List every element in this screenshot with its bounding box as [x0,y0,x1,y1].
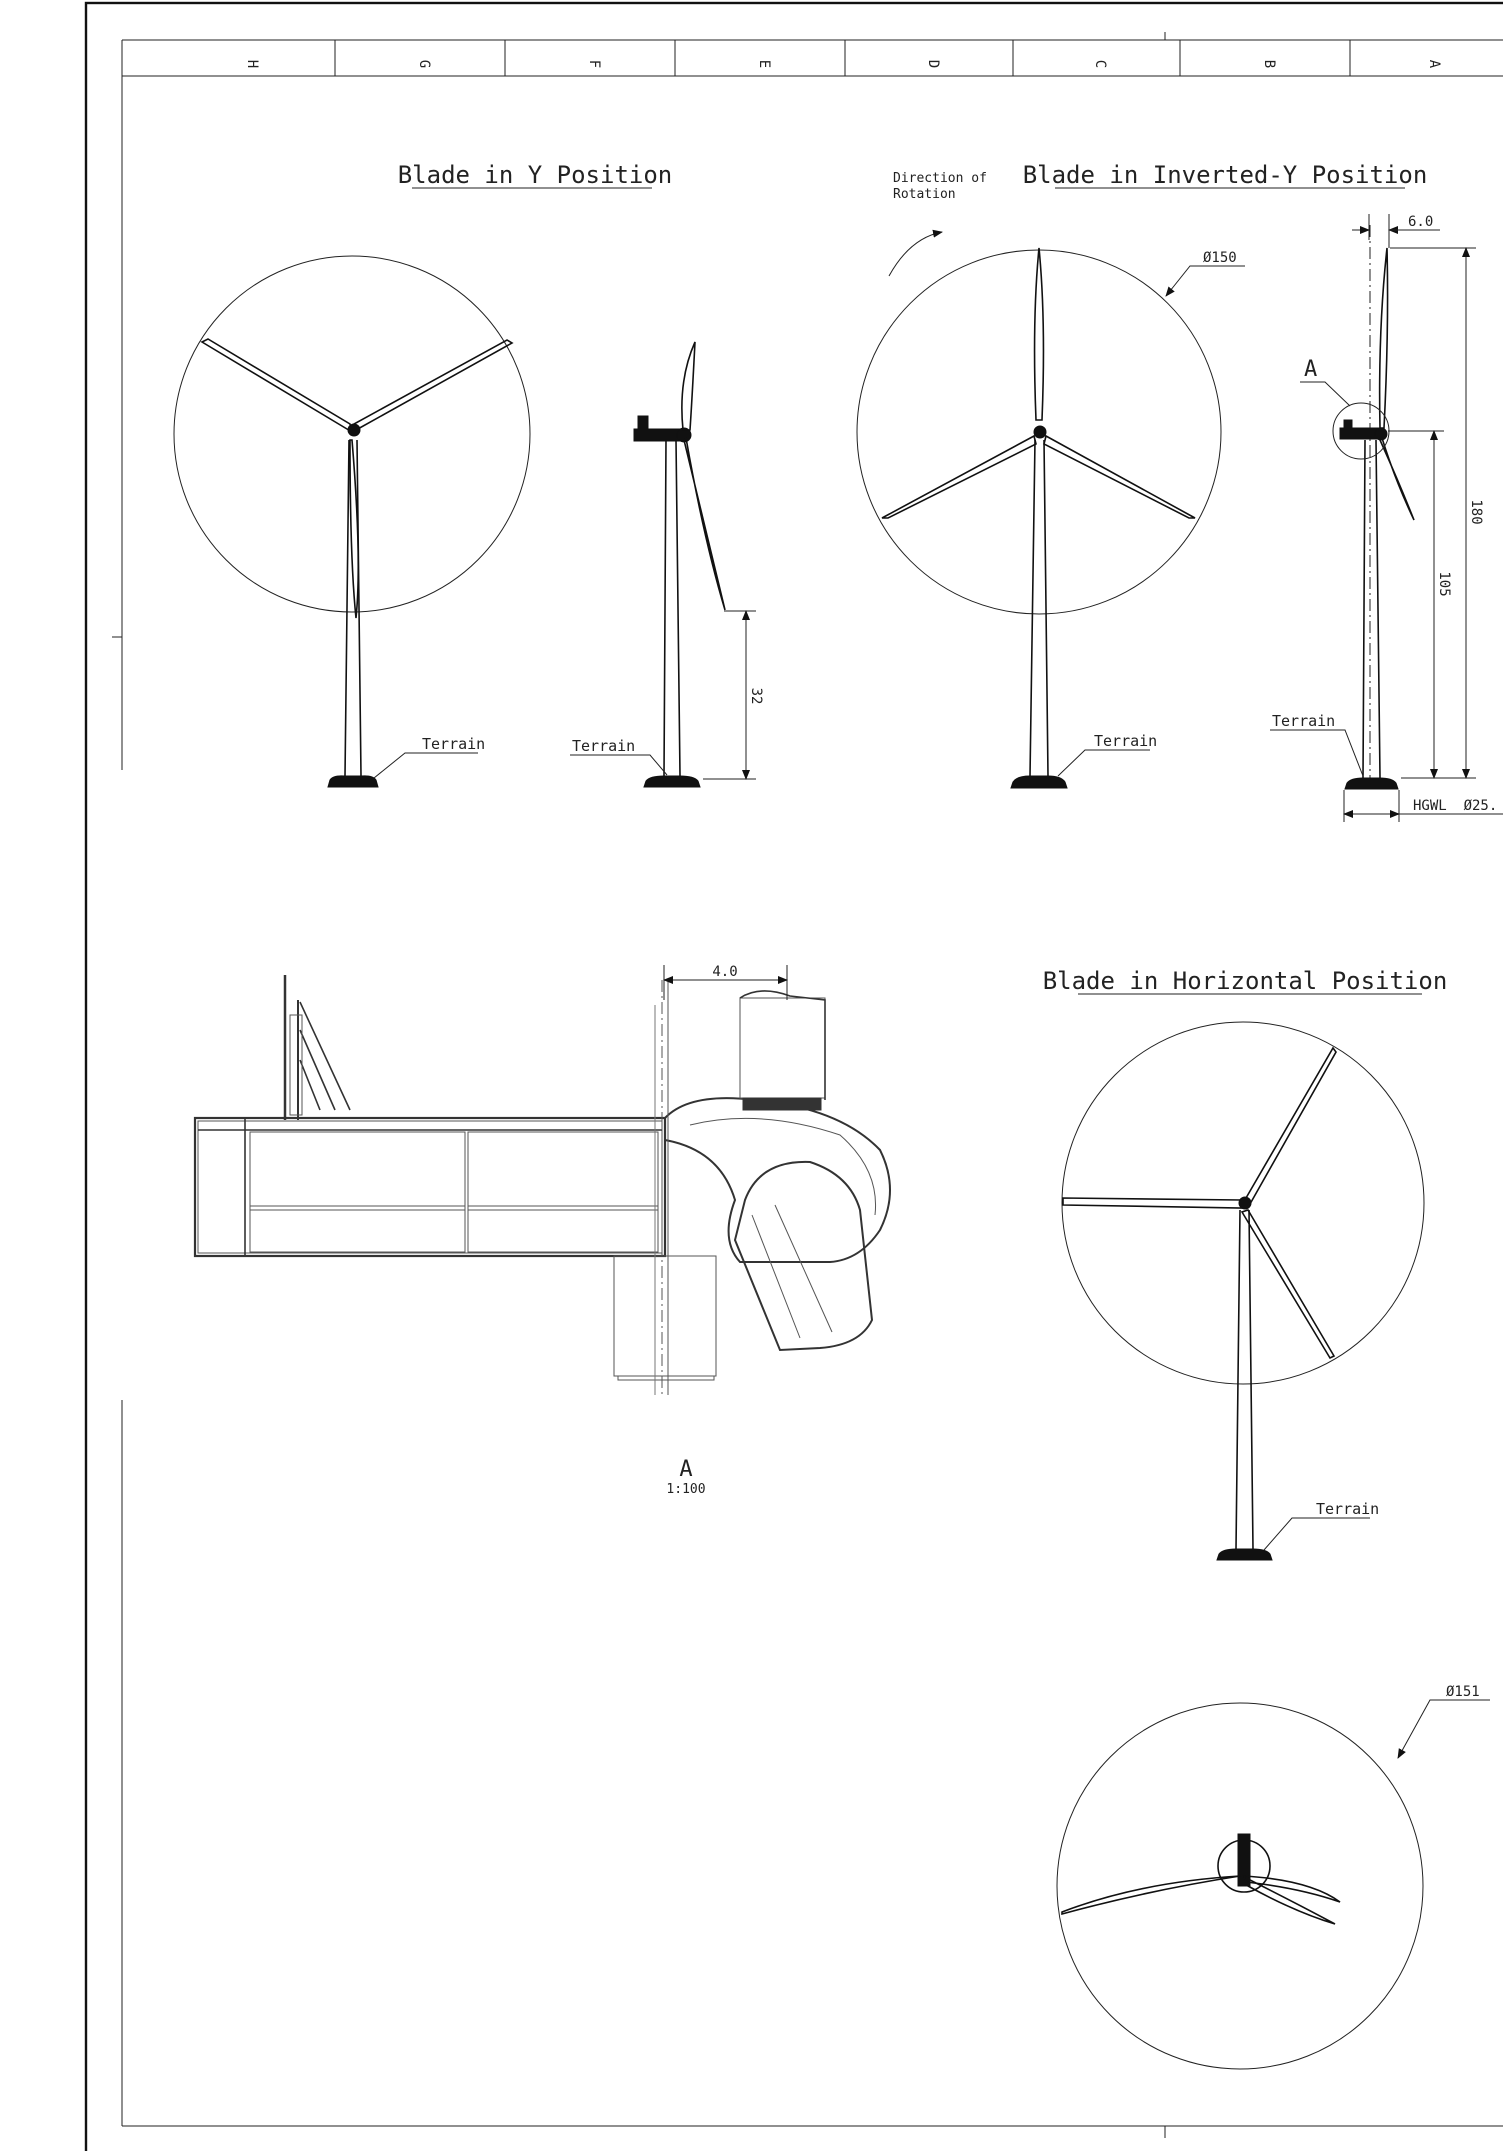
view-inverted-y-front: Blade in Inverted-Y Position Direction o… [856,161,1428,789]
detail-label: A [679,1457,692,1482]
terrain-label-inverted-side: Terrain [1272,712,1335,730]
dim-hub-clearance: 32 [748,688,764,705]
rotor-circle [1061,1021,1425,1385]
view-y-side: Terrain 32 [570,341,764,788]
view-title-horizontal: Blade in Horizontal Position [1043,967,1448,995]
zone-letter-d: D [925,60,941,68]
view-y-front: Blade in Y Position Terrain [173,161,673,788]
zone-strip: H G F E D C B A [244,40,1442,76]
view-title-y: Blade in Y Position [398,161,673,189]
detail-scale: 1:100 [666,1482,705,1497]
dim-detail-width: 4.0 [712,964,737,980]
zone-letter-c: C [1092,60,1108,68]
zone-letter-g: G [416,60,432,68]
dim-tower-offset: 6.0 [1408,214,1433,230]
rotor-circle [173,255,531,613]
rotation-note-line2: Rotation [893,187,956,202]
zone-letter-e: E [756,60,772,68]
rotation-arrow [888,229,943,277]
terrain-label-inverted-front: Terrain [1094,732,1157,750]
rotation-note-line1: Direction of [893,171,987,186]
rotor-circle [1056,1702,1424,2070]
sheet-border [84,1,1503,2151]
zone-letter-f: F [586,60,602,68]
dim-total-height: 180 [1468,499,1484,524]
zone-letter-h: H [244,60,260,68]
terrain-label-y-front: Terrain [422,735,485,753]
inner-frame [112,32,1503,2138]
terrain-label-horizontal: Terrain [1316,1500,1379,1518]
view-horizontal: Blade in Horizontal Position Terrain [1043,967,1448,1561]
plan-rotor-diameter: Ø151 [1446,1684,1480,1700]
view-title-inverted-y: Blade in Inverted-Y Position [1023,161,1428,189]
view-plan: Ø151 [1056,1684,1490,2070]
view-inverted-y-side: A 6.0 180 105 Terrain HGWL Ø25. [1270,214,1503,822]
foundation-label: HGWL Ø25. [1413,798,1497,814]
detail-ref-label: A [1304,357,1317,382]
terrain-label-y-side: Terrain [572,737,635,755]
dim-hub-height: 105 [1436,571,1452,596]
zone-letter-a: A [1426,60,1442,69]
detail-a-view: 4.0 A 1:100 [193,964,891,1497]
rotor-diameter-label: Ø150 [1203,250,1237,266]
zone-letter-b: B [1261,60,1277,68]
